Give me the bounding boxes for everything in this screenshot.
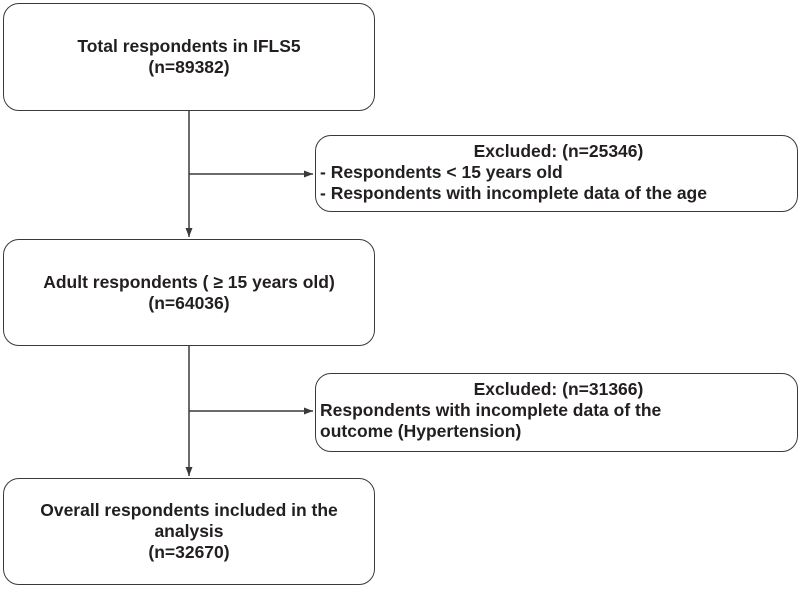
final-respondents-box: Overall respondents included in the anal… bbox=[3, 478, 375, 585]
final-respondents-label-2: analysis bbox=[154, 521, 224, 541]
excluded-2-reason-line-2: outcome (Hypertension) bbox=[320, 421, 522, 441]
excluded-2-reason-line-1: Respondents with incomplete data of the bbox=[320, 400, 662, 420]
excluded-1-reason-1: - Respondents < 15 years old bbox=[320, 162, 563, 182]
total-respondents-label: Total respondents in IFLS5 bbox=[77, 36, 301, 56]
excluded-1-title: Excluded: (n=25346) bbox=[473, 141, 644, 161]
excluded-1-reason-2: - Respondents with incomplete data of th… bbox=[320, 183, 707, 203]
total-respondents-count: (n=89382) bbox=[148, 57, 230, 77]
adult-respondents-label: Adult respondents ( ≥ 15 years old) bbox=[43, 271, 335, 292]
excluded-box-1: Excluded: (n=25346) - Respondents < 15 y… bbox=[315, 135, 798, 212]
excluded-2-title: Excluded: (n=31366) bbox=[473, 379, 644, 399]
adult-respondents-count: (n=64036) bbox=[148, 292, 230, 313]
final-respondents-count: (n=32670) bbox=[148, 542, 230, 562]
excluded-box-2: Excluded: (n=31366) Respondents with inc… bbox=[315, 373, 798, 452]
adult-respondents-box: Adult respondents ( ≥ 15 years old) (n=6… bbox=[3, 239, 375, 346]
total-respondents-box: Total respondents in IFLS5 (n=89382) bbox=[3, 3, 375, 111]
final-respondents-label-1: Overall respondents included in the bbox=[40, 500, 338, 520]
